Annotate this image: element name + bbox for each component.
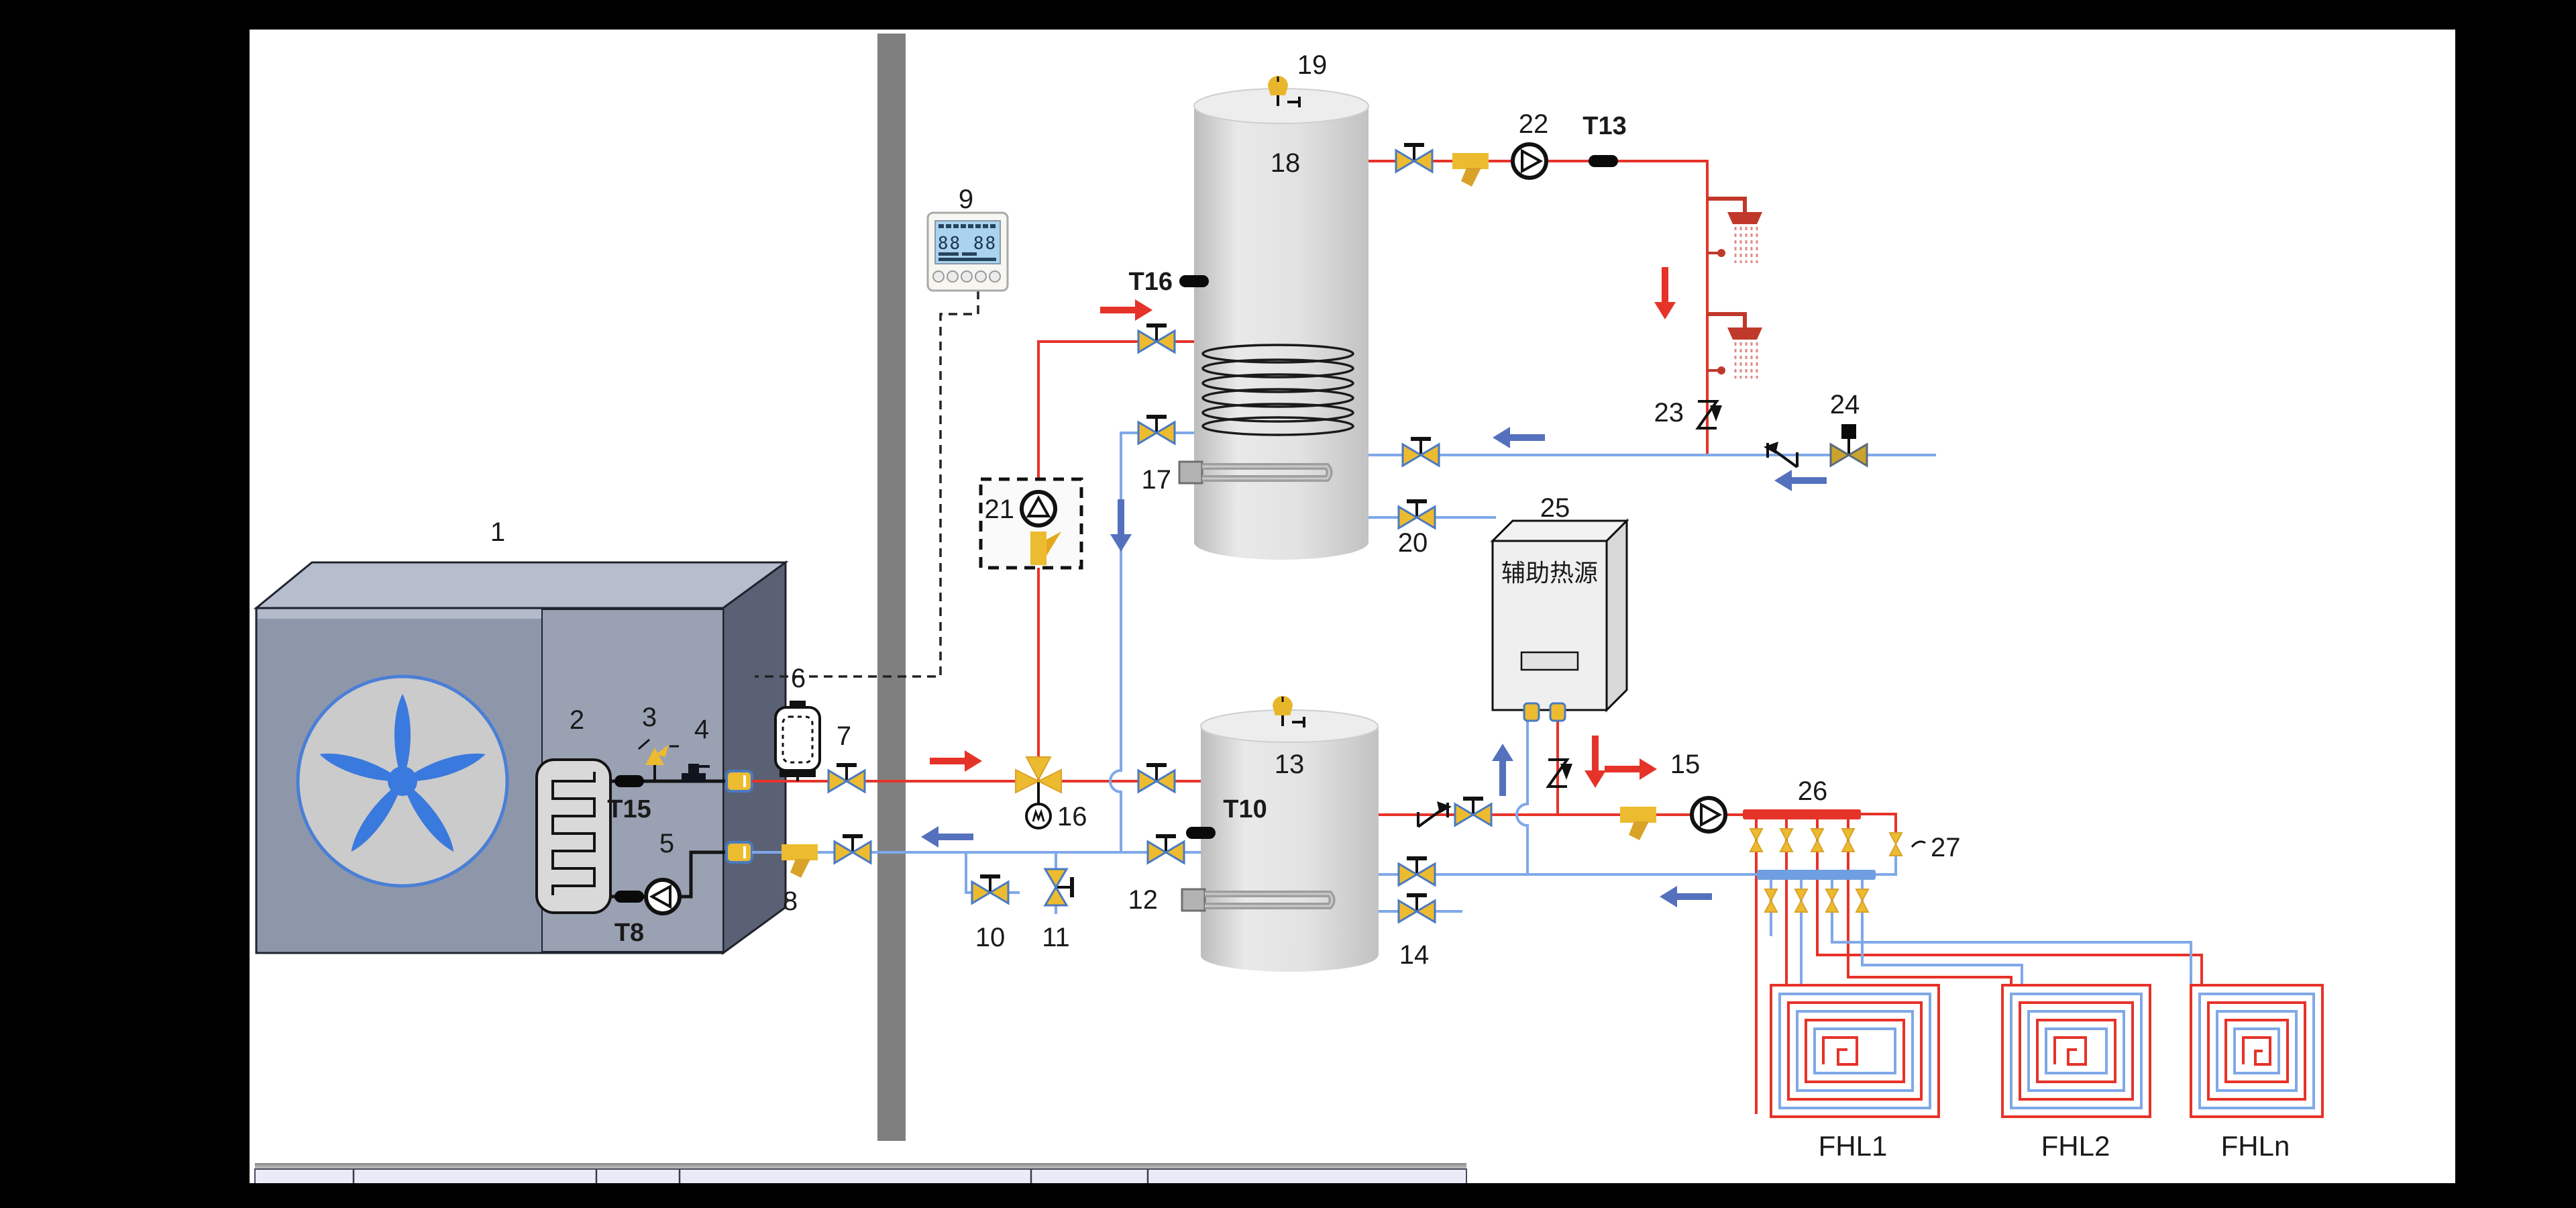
sensor-labels: T8 T10 T13 T15 T16 [607, 112, 1626, 947]
return-manifold-bar [1757, 870, 1876, 880]
tank-coil [1201, 344, 1354, 436]
label-25: 25 [1540, 493, 1570, 523]
label-17: 17 [1142, 465, 1172, 495]
label-t10: T10 [1223, 795, 1267, 823]
floor-loop-labels: FHL1 FHL2 FHLn [1819, 1130, 2290, 1162]
pump-21 [1022, 492, 1055, 525]
supply-manifold-bar [1743, 809, 1861, 819]
label-5: 5 [659, 829, 674, 858]
label-19: 19 [1297, 50, 1328, 80]
manifold-26 [1743, 809, 1876, 880]
label-6: 6 [791, 664, 806, 693]
aux-slot [1520, 651, 1579, 671]
floor-loop-fhl1 [1770, 984, 1940, 1118]
aux-label-text: 辅助热源 [1501, 560, 1598, 587]
expansion-vessel-6 [774, 701, 821, 781]
label-18: 18 [1271, 148, 1301, 178]
label-16: 16 [1057, 802, 1087, 832]
label-27: 27 [1931, 833, 1961, 862]
label-20: 20 [1398, 528, 1428, 558]
relief-valve-3 [638, 738, 679, 781]
dhw-tank-18 [1179, 74, 1369, 560]
label-10: 10 [975, 923, 1006, 952]
label-24: 24 [1830, 390, 1860, 419]
label-8: 8 [783, 887, 798, 916]
outdoor-unit-top-face [253, 561, 789, 609]
hot-port [725, 770, 753, 793]
buffer-tank-13 [1182, 695, 1379, 972]
three-way-valve-16 [1015, 756, 1062, 829]
label-fhl2: FHL2 [2041, 1130, 2110, 1162]
label-15: 15 [1670, 750, 1701, 779]
label-t15: T15 [607, 795, 651, 823]
strainer-21 [1030, 532, 1046, 565]
label-27-leader [1911, 840, 1926, 848]
dhw-pump-group-21 [979, 477, 1083, 570]
label-22: 22 [1519, 109, 1549, 139]
aux-heat-source-25: 辅助热源 [1490, 518, 1629, 722]
label-1: 1 [490, 517, 505, 547]
label-23: 23 [1654, 398, 1684, 427]
valve-24 [1829, 424, 1868, 468]
label-fhl1: FHL1 [1819, 1130, 1888, 1162]
sensor-t13 [1589, 155, 1618, 167]
label-11: 11 [1042, 923, 1070, 952]
part-number-labels: 1 2 3 4 5 6 7 8 9 10 11 12 13 14 15 16 1… [490, 50, 1961, 970]
label-13: 13 [1275, 750, 1305, 779]
controller-9: 88 88 [755, 211, 1009, 678]
sensor-t16 [1179, 275, 1209, 287]
floor-loop-fhln [2190, 984, 2324, 1118]
wall [877, 34, 906, 1141]
pump-22 [1513, 144, 1546, 178]
floor-loop-fhl2 [2001, 984, 2151, 1118]
letterbox-bottom [0, 1183, 2576, 1208]
label-fhln: FHLn [2221, 1130, 2290, 1162]
controller-buttons[interactable] [932, 270, 1001, 283]
plate-heat-exchanger [535, 758, 612, 914]
label-t8: T8 [614, 919, 644, 947]
outdoor-unit [253, 560, 789, 955]
aux-cold-port [1523, 702, 1540, 722]
control-wire [755, 291, 979, 678]
label-t13: T13 [1582, 112, 1626, 140]
label-2: 2 [570, 705, 584, 735]
label-7: 7 [837, 721, 851, 751]
sensor-t8 [614, 891, 644, 903]
label-9: 9 [959, 185, 973, 214]
pump-5 [646, 880, 680, 913]
motor-m-icon [1032, 809, 1045, 822]
shower-taps [1707, 249, 1725, 374]
label-14: 14 [1399, 940, 1430, 970]
pump-15 [1692, 798, 1725, 832]
label-t16: T16 [1129, 268, 1173, 296]
heat-exchanger-coil [551, 772, 596, 895]
fan-icon [296, 674, 509, 888]
label-12: 12 [1128, 885, 1159, 915]
cold-port [725, 841, 753, 864]
label-21: 21 [985, 495, 1015, 524]
shutoff-4 [682, 764, 710, 783]
sensor-t15 [614, 775, 644, 787]
label-26: 26 [1798, 776, 1828, 806]
label-3: 3 [642, 703, 657, 732]
controller-display: 88 88 [938, 234, 997, 254]
label-4: 4 [694, 715, 709, 744]
sensor-t10 [1186, 827, 1216, 839]
aux-hot-port [1549, 702, 1566, 722]
